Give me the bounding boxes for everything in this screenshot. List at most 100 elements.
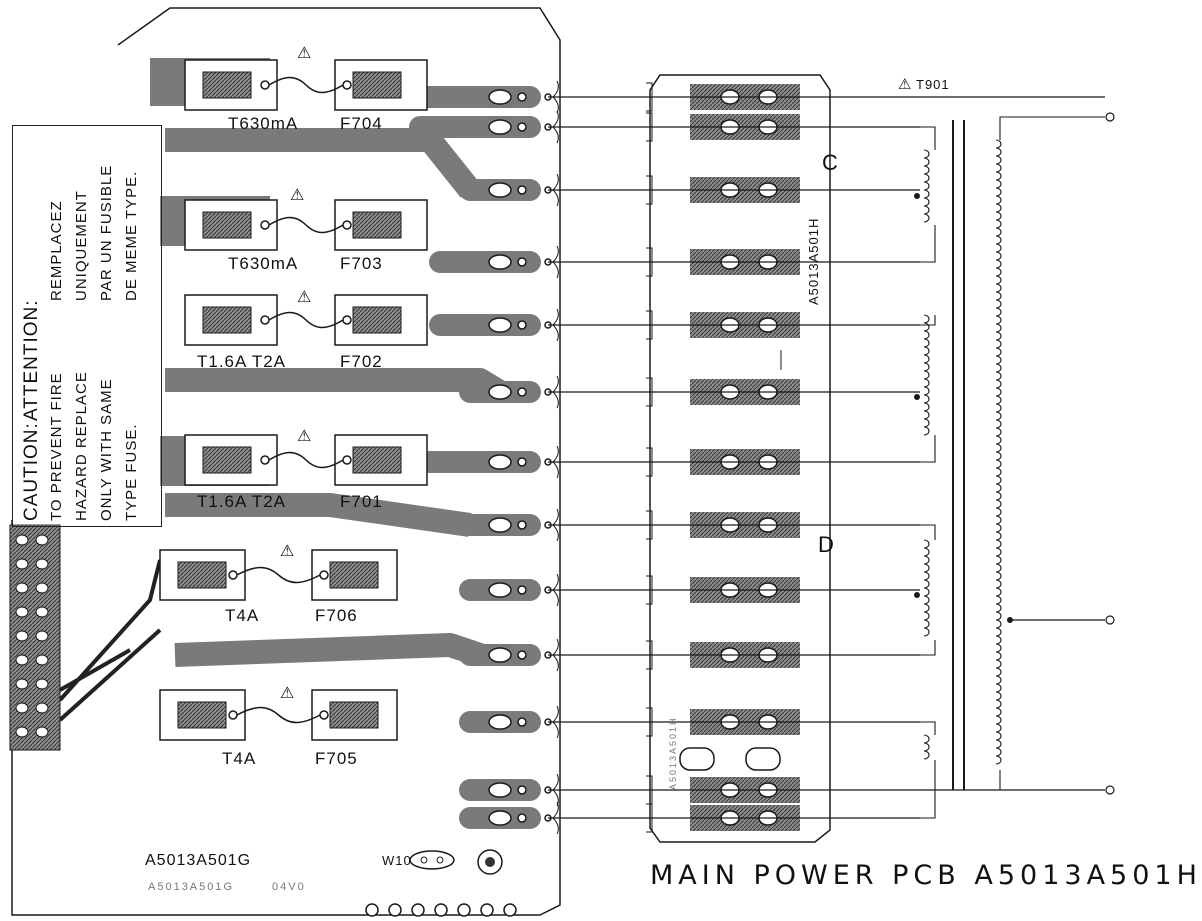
warning-icon: ⚠ (297, 289, 313, 306)
fuse-clip (177, 561, 227, 589)
edge-contact (35, 630, 49, 642)
edge-contact (15, 606, 29, 618)
connector-wire (552, 110, 559, 144)
transformer-winding (923, 734, 930, 760)
bottom-pads (365, 903, 517, 917)
transformer-winding (923, 539, 930, 637)
transformer-ref-label: T901 (916, 77, 950, 92)
solder-pad (488, 254, 512, 270)
winding-tap (1007, 617, 1013, 623)
fuse-bodies (159, 59, 428, 741)
caution-line-2: HAZARD REPLACE (73, 371, 90, 521)
solder-pad (488, 317, 512, 333)
fuse-clip (202, 71, 252, 99)
winding-lead (920, 126, 936, 819)
left-edge-connector (9, 524, 61, 751)
connector-wire (552, 573, 559, 607)
schematic-canvas (9, 7, 1115, 917)
terminal-hole (517, 320, 527, 330)
edge-pad (365, 903, 379, 917)
daughter-board-part-number: A5013A501H (806, 217, 821, 305)
terminal-hole (517, 457, 527, 467)
terminal-hole (517, 650, 527, 660)
fuse-ref-label: F701 (340, 492, 383, 511)
fuse-ref-label: F703 (340, 254, 383, 273)
edge-contact (35, 726, 49, 738)
wires (548, 96, 1115, 819)
connector-wire (552, 445, 559, 479)
daughter-board-small-mark: A5013A501H (668, 716, 678, 790)
copper-trace (165, 368, 507, 403)
connector-wire (552, 308, 559, 342)
edge-contact (15, 678, 29, 690)
terminal-hole (517, 257, 527, 267)
caution-heading: CAUTION: (21, 422, 42, 521)
fuse-clip (352, 306, 402, 334)
terminal-hole (517, 585, 527, 595)
warning-icon: ⚠ (297, 45, 313, 62)
fuse-element (236, 566, 321, 584)
fuse-clip (352, 446, 402, 474)
connector-wire (552, 801, 559, 835)
fuse-ref-label: F705 (315, 749, 358, 768)
edge-contact (35, 702, 49, 714)
fuse-rating-label: T4A (222, 749, 257, 768)
fuse-terminal (342, 80, 352, 90)
fuse-element (268, 311, 344, 329)
fuse-terminal (342, 315, 352, 325)
fuse-terminal (342, 455, 352, 465)
attention-heading: ATTENTION: (21, 299, 42, 421)
fuse-rating-label: T630mA (228, 114, 299, 133)
fuse-terminal (260, 220, 270, 230)
fuse-clip (202, 306, 252, 334)
edge-contact (35, 654, 49, 666)
fuse-clip (202, 211, 252, 239)
edge-contact (15, 726, 29, 738)
fuse-terminal (228, 710, 238, 720)
left-board-part-number: A5013A501G (145, 852, 252, 869)
fuse-terminal (260, 80, 270, 90)
marker-c: C (822, 150, 839, 175)
edge-contact (35, 558, 49, 570)
solder-pad (488, 119, 512, 135)
winding-tap (914, 193, 920, 199)
solder-pad (488, 714, 512, 730)
fuse-element (268, 76, 344, 94)
edge-contact (15, 582, 29, 594)
edge-contact (35, 534, 49, 546)
left-board (11, 7, 561, 916)
winding-tap (914, 394, 920, 400)
jumper-label: W10 (382, 853, 412, 868)
output-terminal (1105, 615, 1115, 625)
fuse-element (268, 216, 344, 234)
caution-line-4: TYPE FUSE. (123, 423, 140, 521)
left-board-faint-part-number: A5013A501G (148, 881, 235, 893)
connector-wire (552, 245, 559, 279)
copper-trace (165, 128, 480, 198)
copper-trace (165, 493, 472, 537)
solder-pad (488, 384, 512, 400)
warning-icon: ⚠ (290, 187, 306, 204)
transformer-winding (923, 314, 930, 436)
attention-line-2: UNIQUEMENT (73, 190, 90, 301)
attention-line-1: REMPLACEZ (48, 200, 65, 301)
fuse-clip (352, 71, 402, 99)
jumper-pad (745, 747, 781, 771)
edge-contact (15, 702, 29, 714)
caution-line-3: ONLY WITH SAME (98, 378, 115, 521)
fuse-clip (202, 446, 252, 474)
transformer-winding (923, 149, 930, 223)
connector-wire (552, 508, 559, 542)
solder-pad (488, 647, 512, 663)
edge-pad (457, 903, 471, 917)
fuse-terminal (260, 455, 270, 465)
terminal-hole (517, 785, 527, 795)
terminal-hole (517, 92, 527, 102)
fuse-ref-label: F704 (340, 114, 383, 133)
left-board-outline (11, 7, 561, 916)
fuse-element (268, 451, 344, 469)
terminal-hole (517, 122, 527, 132)
fuse-ref-label: F706 (315, 606, 358, 625)
solder-pad (488, 89, 512, 105)
edge-contact (35, 582, 49, 594)
